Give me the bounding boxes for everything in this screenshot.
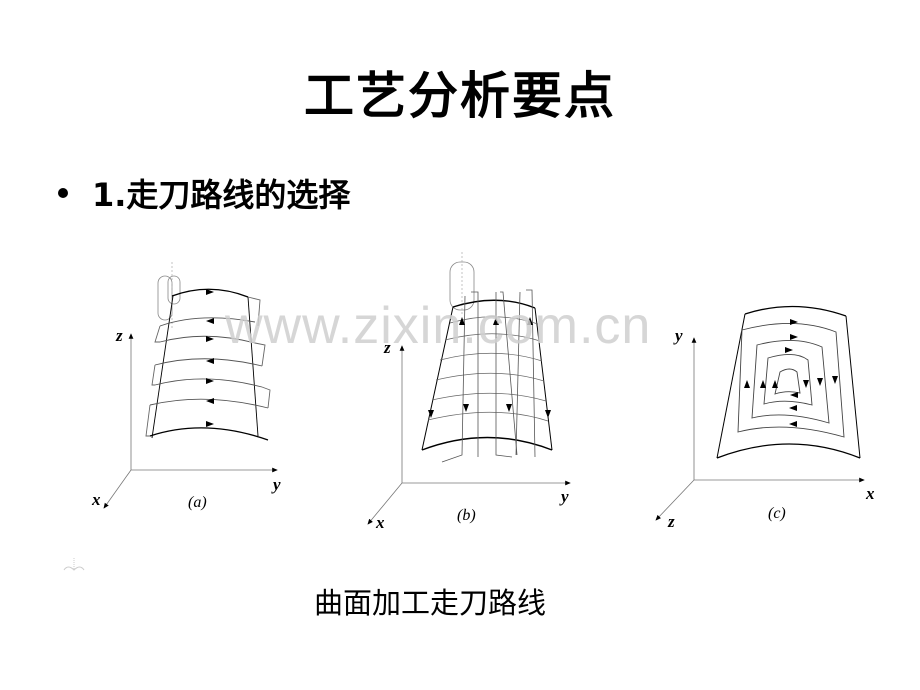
- fig-b-axis-vertical: z: [384, 338, 391, 357]
- fig-c-axis-horizontal: x: [866, 484, 875, 503]
- figure-c: [655, 305, 865, 521]
- figure-b: [367, 252, 571, 525]
- fig-a-axis-depth: x: [92, 490, 101, 509]
- fig-b-axis-depth: x: [376, 513, 385, 532]
- fig-b-axis-horizontal: y: [561, 487, 569, 506]
- watermark-text: www.zixin.com.cn: [225, 297, 652, 355]
- fig-c-axis-vertical: y: [675, 326, 683, 345]
- slide-title: 工艺分析要点: [304, 67, 616, 125]
- fig-c-axis-depth: z: [668, 512, 675, 531]
- faint-mark-icon: [63, 558, 85, 571]
- bullet-dot-icon: [58, 188, 68, 198]
- fig-b-label: (b): [457, 507, 476, 524]
- bullet-text: 1.走刀路线的选择: [92, 176, 351, 214]
- fig-a-axis-horizontal: y: [273, 475, 281, 494]
- fig-a-axis-vertical: z: [116, 326, 123, 345]
- figure-caption: 曲面加工走刀路线: [313, 586, 546, 620]
- fig-c-label: (c): [768, 505, 786, 522]
- figure-a: [103, 262, 278, 509]
- fig-a-label: (a): [188, 494, 207, 511]
- bullet-item: 1.走刀路线的选择: [58, 170, 350, 216]
